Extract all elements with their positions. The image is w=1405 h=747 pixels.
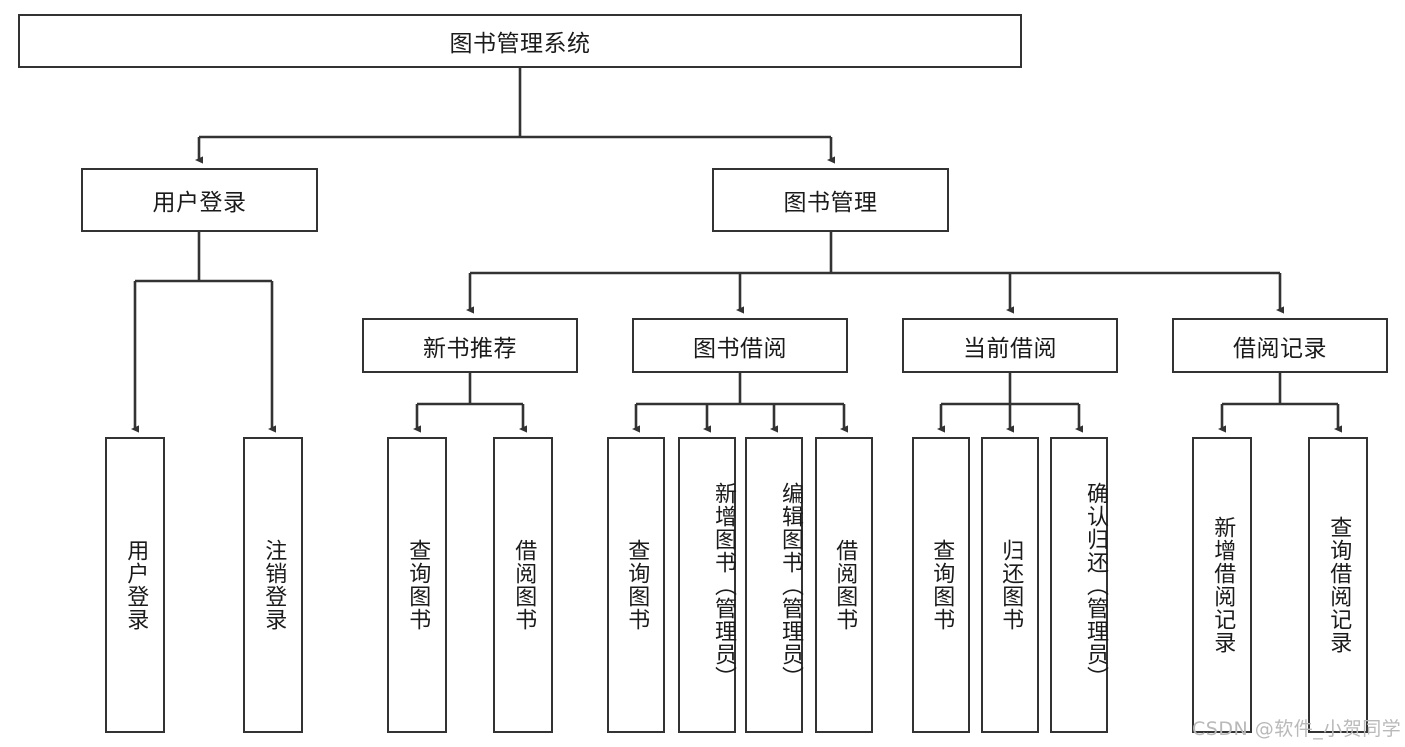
node-label: 查询图书 — [405, 539, 431, 631]
csdn-watermark: CSDN @软件_小贺同学 — [1192, 714, 1401, 741]
node-label: 当前借阅 — [963, 335, 1057, 362]
node-label: 确认归还（管理员） — [1083, 481, 1108, 689]
node-leaf-logout[interactable]: 注销登录 — [243, 437, 303, 733]
node-borrow-record[interactable]: 借阅记录 — [1172, 318, 1388, 373]
node-leaf-query-borrow-record[interactable]: 查询借阅记录 — [1308, 437, 1368, 733]
node-label: 查询图书 — [929, 539, 955, 631]
node-label: 用户登录 — [123, 539, 149, 631]
node-label: 编辑图书（管理员） — [778, 481, 803, 689]
node-label: 查询借阅记录 — [1326, 516, 1352, 654]
node-label: 查询图书 — [624, 539, 650, 631]
node-leaf-confirm-return-admin[interactable]: 确认归还（管理员） — [1050, 437, 1108, 733]
node-root-book-management-system[interactable]: 图书管理系统 — [18, 14, 1022, 68]
node-label: 图书管理 — [783, 190, 878, 216]
node-label: 借阅图书 — [511, 539, 537, 631]
node-label: 新增图书（管理员） — [711, 481, 736, 689]
node-user-login[interactable]: 用户登录 — [81, 168, 318, 232]
node-leaf-query-book-current[interactable]: 查询图书 — [912, 437, 970, 733]
node-leaf-user-login[interactable]: 用户登录 — [105, 437, 165, 733]
node-new-book-recommend[interactable]: 新书推荐 — [362, 318, 578, 373]
node-leaf-return-book[interactable]: 归还图书 — [981, 437, 1039, 733]
node-label: 图书借阅 — [693, 335, 787, 362]
node-leaf-add-book-admin[interactable]: 新增图书（管理员） — [678, 437, 736, 733]
node-label: 新增借阅记录 — [1210, 516, 1236, 654]
node-leaf-query-book-borrow[interactable]: 查询图书 — [607, 437, 665, 733]
node-label: 新书推荐 — [423, 335, 517, 362]
node-leaf-add-borrow-record[interactable]: 新增借阅记录 — [1192, 437, 1252, 733]
node-label: 归还图书 — [998, 539, 1024, 631]
node-book-management[interactable]: 图书管理 — [712, 168, 949, 232]
node-label: 注销登录 — [261, 539, 287, 631]
node-current-borrow[interactable]: 当前借阅 — [902, 318, 1118, 373]
node-label: 用户登录 — [152, 190, 247, 216]
node-leaf-edit-book-admin[interactable]: 编辑图书（管理员） — [745, 437, 803, 733]
node-label: 借阅图书 — [832, 539, 858, 631]
node-leaf-borrow-book-recommend[interactable]: 借阅图书 — [493, 437, 553, 733]
node-book-borrow[interactable]: 图书借阅 — [632, 318, 848, 373]
node-leaf-query-book-recommend[interactable]: 查询图书 — [387, 437, 447, 733]
node-leaf-borrow-book[interactable]: 借阅图书 — [815, 437, 873, 733]
watermark-text: CSDN @软件_小贺同学 — [1192, 718, 1402, 740]
node-label: 图书管理系统 — [449, 31, 591, 57]
node-label: 借阅记录 — [1233, 335, 1327, 362]
